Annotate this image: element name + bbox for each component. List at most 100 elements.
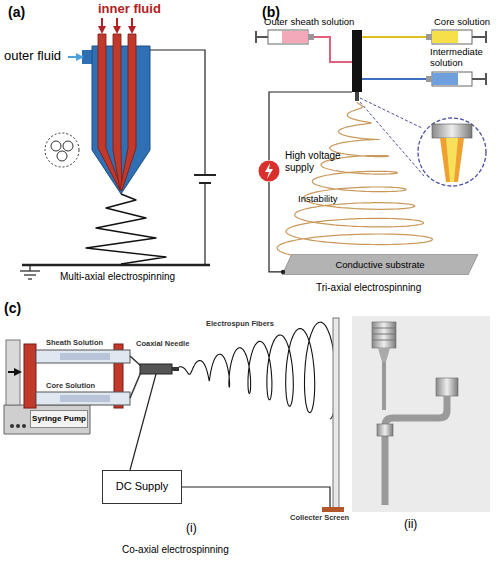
flow-arrow (68, 18, 132, 57)
wire (269, 92, 352, 160)
feed-tube (130, 372, 141, 398)
coaxial-needle (172, 367, 179, 371)
needle-tip-inset (432, 124, 472, 138)
syringe (282, 31, 308, 43)
panel-label: (ii) (404, 518, 417, 532)
syringe (432, 72, 472, 86)
voltage-source: High voltage supply (258, 160, 280, 182)
substrate-plate: Conductive substrate (282, 254, 478, 275)
annotation-label: outer fluid (4, 49, 61, 64)
multi-axial-spinneret (120, 34, 136, 190)
panel-label: (i) (186, 522, 197, 536)
tri-axial-needle (355, 92, 359, 101)
annotation-label: Outer sheath solution (264, 17, 354, 28)
lightning-bolt (265, 163, 273, 179)
syringe (432, 31, 458, 43)
node-label: Syringe Pump (31, 411, 87, 427)
syringe (426, 76, 432, 82)
multi-axial-spinneret (82, 34, 150, 194)
syringe (426, 34, 432, 40)
collector-screen (322, 507, 344, 512)
syringe (485, 31, 487, 43)
annotation-label: Core solution (434, 17, 490, 28)
annotation-label: Coaxial Needle (136, 340, 189, 349)
panel-label: (a) (8, 4, 25, 20)
needle-tip-inset (418, 118, 486, 186)
syringe (432, 73, 458, 85)
fiber-coil (179, 322, 336, 419)
needle-photo (377, 424, 393, 436)
wire-connector (269, 182, 283, 272)
pump-panel: Syringe Pump (30, 410, 88, 428)
push-arrow (8, 371, 20, 373)
annotation-label: Multi-axial electrospinning (60, 271, 175, 283)
needle-photo (372, 322, 396, 348)
feed-tube (362, 36, 426, 38)
syringe (36, 350, 130, 363)
annotation-label: Co-axial electrospinning (122, 544, 229, 556)
jet-whip (86, 194, 166, 264)
flow-arrow (101, 18, 103, 32)
power-circuit (22, 264, 210, 267)
wire (182, 487, 330, 507)
flow-arrow (131, 18, 133, 32)
annotation-label: Sheath Solution (46, 339, 103, 348)
needle-photo (382, 362, 386, 410)
syringe-pump (22, 424, 26, 428)
annotation-label: Collecter Screen (290, 514, 349, 523)
fiber-coil (277, 102, 432, 261)
syringe (36, 392, 130, 405)
syringe-pump (16, 424, 20, 428)
flow-arrow (116, 18, 118, 32)
annotation-label: Instability (298, 194, 338, 205)
annotation-label: Electrospun Fibers (206, 320, 274, 329)
needle-photo (352, 316, 490, 512)
syringe-pump (24, 344, 36, 408)
power-circuit (29, 265, 30, 271)
substrate-shape (282, 254, 478, 275)
feed-tube (130, 356, 141, 366)
power-circuit (24, 274, 36, 275)
needle-photo (372, 340, 396, 341)
syringe-pump (4, 405, 90, 434)
power-circuit (150, 50, 205, 175)
cross-section-inset (51, 141, 61, 151)
coaxial-needle (140, 364, 179, 374)
feed-tube (314, 37, 426, 79)
tri-axial-needle (352, 30, 362, 101)
panel-label: (c) (4, 300, 21, 316)
voltage-symbol (259, 161, 280, 182)
syringe (60, 395, 110, 402)
power-circuit (20, 270, 40, 271)
collector-screen (322, 318, 344, 512)
cross-section-inset (57, 151, 67, 161)
power-circuit (20, 50, 216, 279)
syringe (60, 353, 110, 360)
cross-section-inset (45, 133, 79, 167)
annotation-label: Core Solution (46, 382, 95, 391)
coaxial-needle (140, 364, 172, 374)
node-label: DC Supply (103, 471, 181, 502)
annotation-label: inner fluid (98, 2, 161, 17)
syringe-pump (10, 424, 14, 428)
syringe (308, 34, 314, 40)
tri-axial-needle (352, 30, 362, 92)
annotation-label: Intermediate solution (430, 47, 492, 69)
voltage-symbol (258, 160, 280, 182)
needle-photo (385, 396, 447, 505)
power-supply-box: DC Supply (102, 470, 182, 504)
power-circuit (194, 174, 216, 176)
needle-tip-inset (360, 98, 486, 186)
node-label: High voltage supply (285, 150, 349, 173)
wire (269, 92, 352, 160)
syringe (472, 78, 486, 80)
annotation-label: Tri-axial electrospinning (316, 282, 421, 294)
needle-photo (436, 378, 458, 396)
feed-tube (130, 356, 141, 398)
needle-tip-inset (446, 138, 458, 182)
syringe (472, 36, 486, 38)
needle-tip-inset (440, 138, 464, 182)
power-circuit (204, 183, 205, 265)
syringe (256, 36, 268, 38)
